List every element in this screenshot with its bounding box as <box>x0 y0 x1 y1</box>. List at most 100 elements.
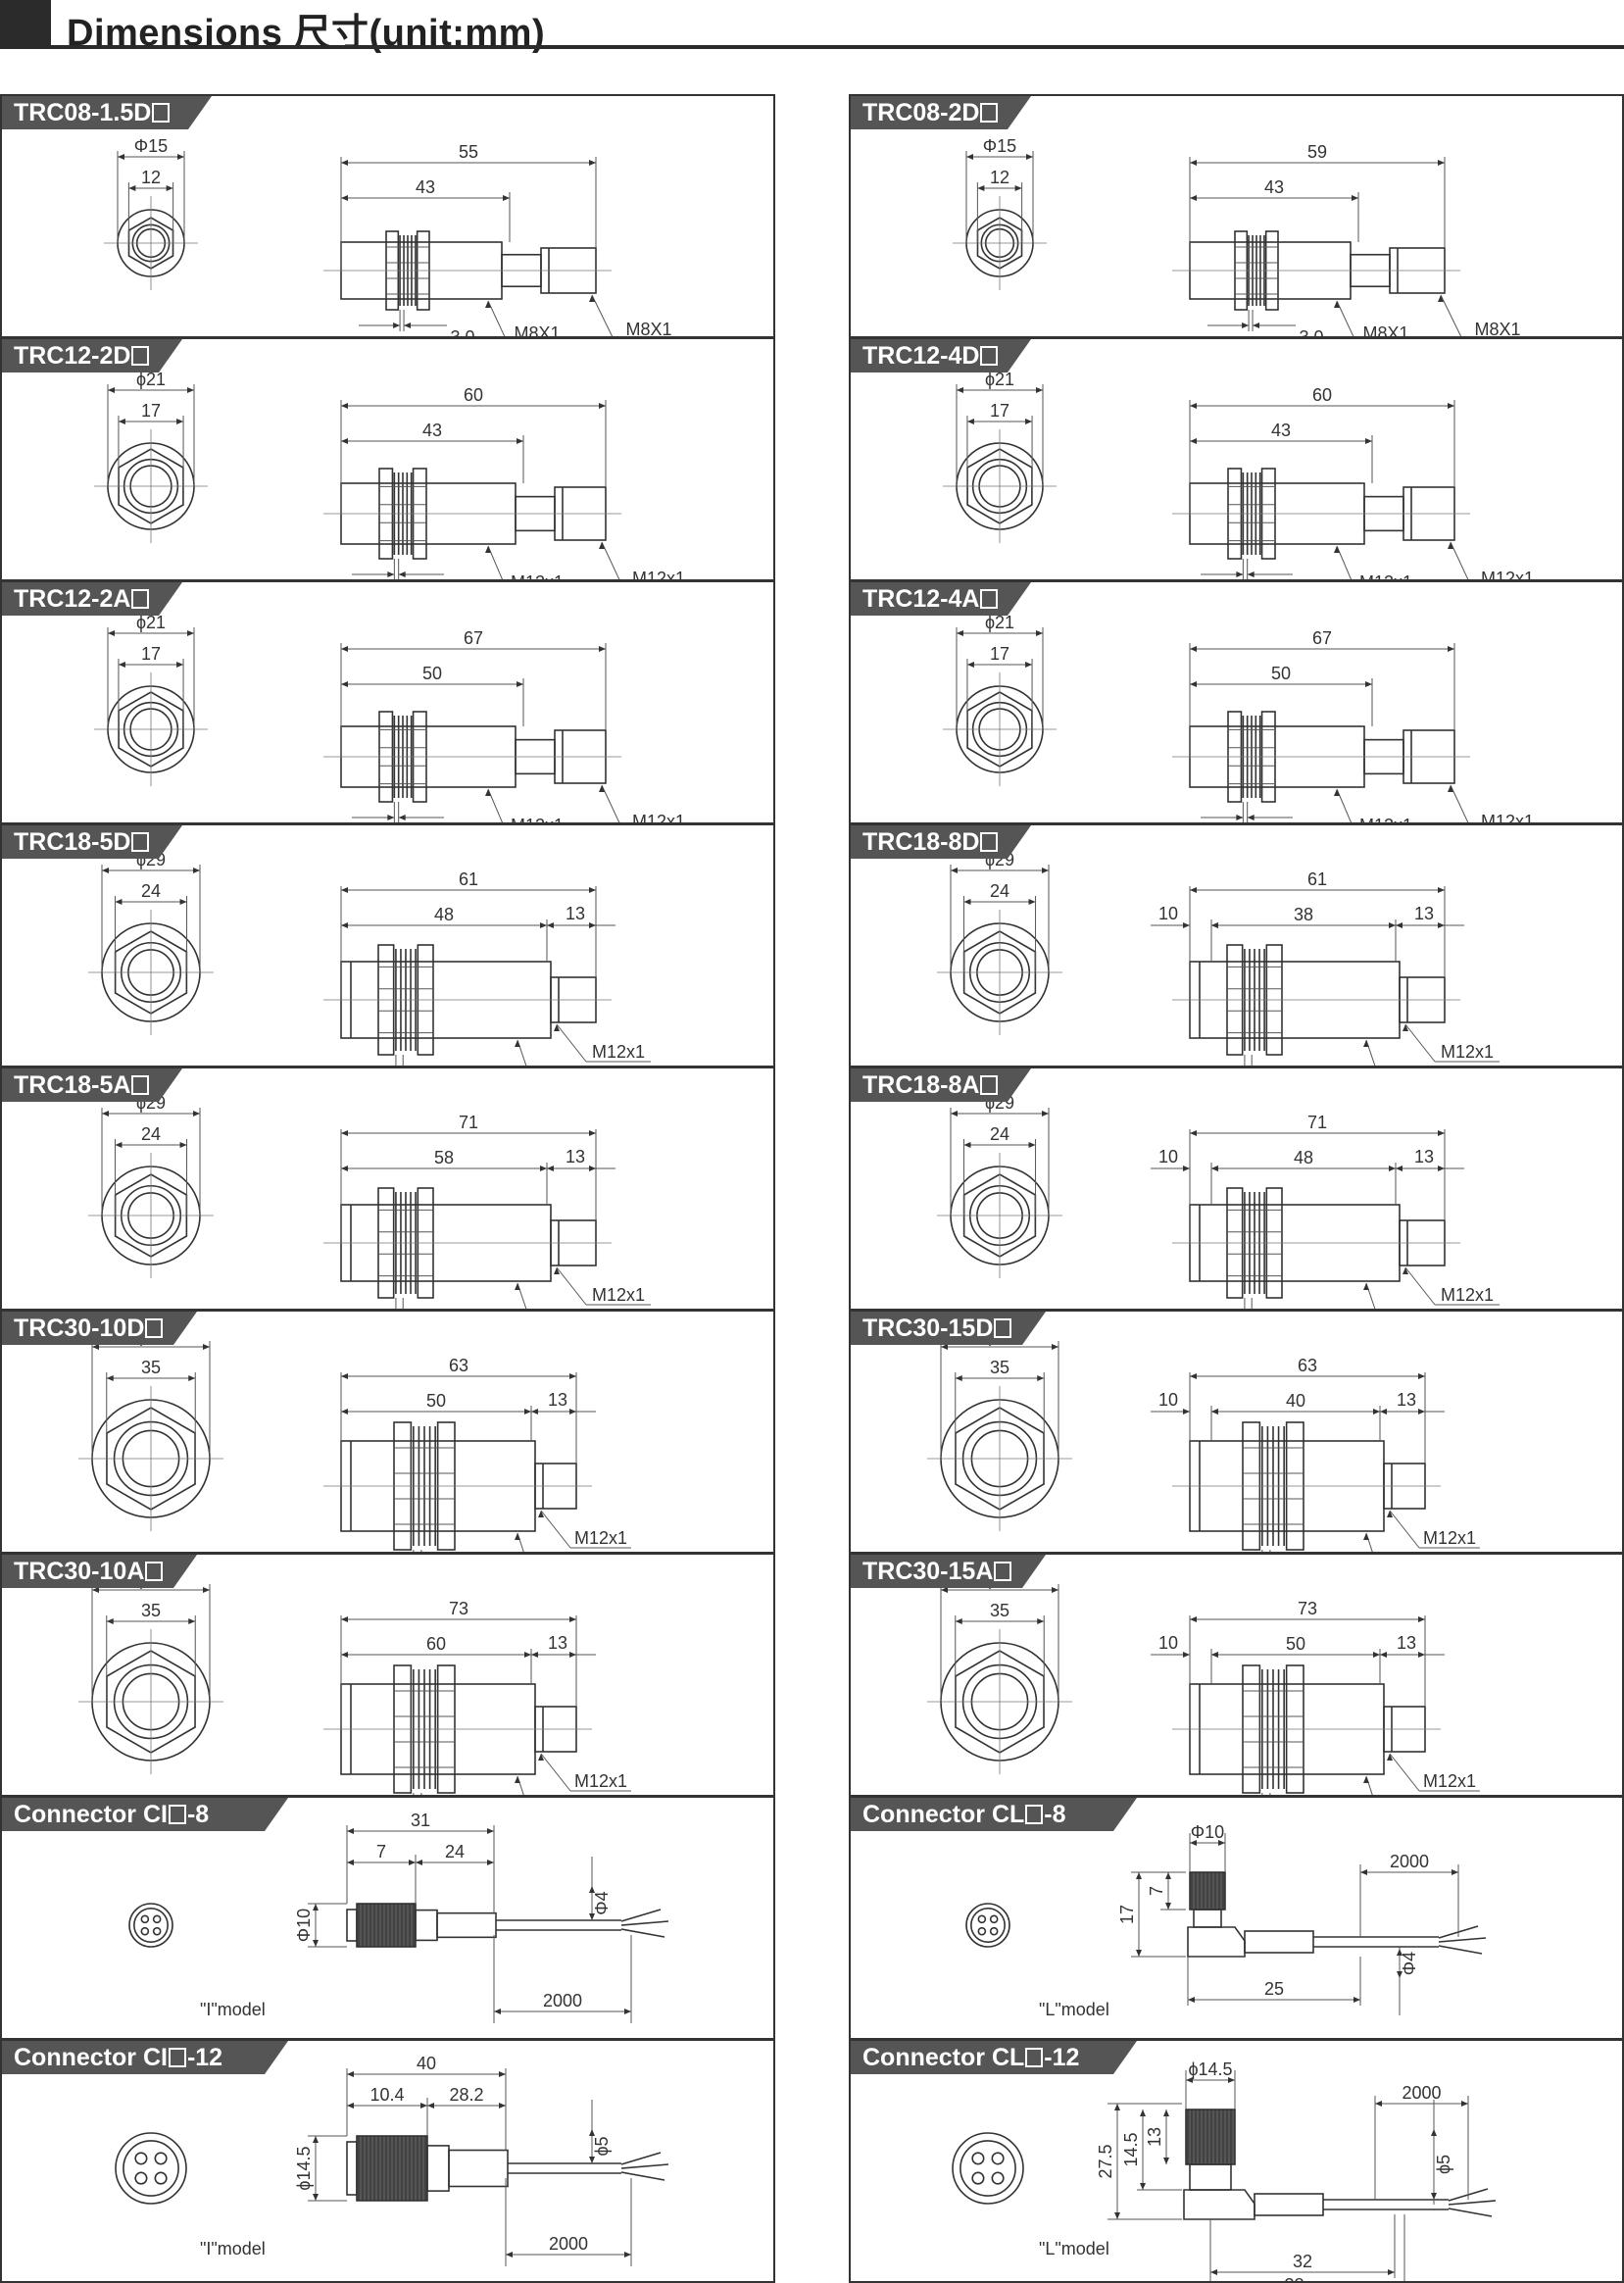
side-view: 711048134M12x1M18x1 <box>1151 1113 1500 1309</box>
dim-connector-length: 31 <box>411 1811 430 1830</box>
panel-trc12-4d: ϕ211760433.6M12x1M12x1TRC12-4D <box>849 337 1624 581</box>
side-view: 67503.6M12x1M12x1 <box>323 628 685 824</box>
label-body-thread: M12x1 <box>1359 572 1412 581</box>
dim-body-length: 40 <box>1286 1391 1305 1411</box>
connector-face <box>128 1903 173 1948</box>
dim-thread-pitch: 3.0 <box>1299 327 1323 338</box>
dim-nut-height: 14.5 <box>1121 2132 1141 2166</box>
dim-nut-diameter: ϕ14.5 <box>1188 2060 1232 2079</box>
dim-total-length: 63 <box>449 1356 468 1375</box>
panel-title-model: TRC18-5A <box>14 1071 131 1099</box>
dim-body-length: 50 <box>1271 664 1291 683</box>
dim-nut-diameter: ϕ14.5 <box>294 2146 314 2190</box>
panel-title-model: TRC12-4A <box>862 585 980 613</box>
dim-nut-length: 10.4 <box>369 2085 404 2105</box>
side-view: 7158134M12x1M18x1 <box>323 1113 651 1309</box>
dim-outer-diameter: ϕ21 <box>985 613 1014 632</box>
dim-outer-diameter: ϕ21 <box>136 613 166 632</box>
panel-title: Connector CI-12 <box>2 2041 288 2074</box>
dim-thread-pitch: 3.6 <box>1296 819 1320 824</box>
panel-title-model: TRC12-2D <box>14 342 131 370</box>
dim-sensing-face: 10 <box>1158 1147 1178 1166</box>
dim-height: 27.5 <box>1096 2144 1115 2178</box>
dim-connector-length: 13 <box>1414 1147 1434 1166</box>
panel-trc30-10a: ϕ42357360134.2M12x1M30x1.5TRC30-10A <box>0 1553 775 1797</box>
dimension-drawing: ϕ211760433.6M12x1M12x1 <box>943 370 1534 581</box>
label-connector-thread: M8X1 <box>625 320 671 338</box>
panel-title: TRC18-8A <box>851 1068 1031 1102</box>
panel-title-model: Connector CL <box>862 2044 1025 2071</box>
dim-cable-length: 2000 <box>1390 1852 1429 1871</box>
end-view: Φ15 12 <box>953 136 1047 290</box>
placeholder-box-icon <box>980 103 998 123</box>
dimension-drawing: ϕ29247158134M12x1M18x1 <box>88 1093 651 1309</box>
dim-cable-length: 2000 <box>1402 2083 1441 2103</box>
dim-thread-pitch: 3.6 <box>1296 576 1320 581</box>
dim-sensing-face: 10 <box>1158 904 1178 923</box>
dim-hex-width: 24 <box>141 881 161 901</box>
panel-title: TRC30-15D <box>851 1312 1046 1345</box>
dim-hex-width: 12 <box>990 168 1009 187</box>
side-view: 631040134.2M12x1M30x1.5 <box>1151 1356 1480 1552</box>
dimension-drawing: ϕ4235631040134.2M12x1M30x1.5 <box>927 1326 1480 1552</box>
side-view: 611038134M12x1M18x1 <box>1151 869 1500 1066</box>
panel-trc18-5d: ϕ29246148134M12x1M18x1TRC18-5D <box>0 823 775 1067</box>
placeholder-box-icon <box>131 589 149 609</box>
dim-connector-length: 13 <box>1397 1633 1416 1653</box>
panel-title-model: Connector CI <box>14 1801 168 1828</box>
label-body-thread: M12x1 <box>511 816 564 824</box>
dim-body-length: 50 <box>422 664 442 683</box>
label-connector-thread: M12x1 <box>592 1285 645 1305</box>
placeholder-box-icon <box>994 1318 1011 1338</box>
dim-total-length: 61 <box>459 869 478 889</box>
dim-cable-diameter: Φ4 <box>592 1891 612 1914</box>
panel-title-model: TRC30-15D <box>862 1315 994 1342</box>
label-connector-thread: M8X1 <box>1474 320 1520 338</box>
dim-outer-diameter: Φ15 <box>983 136 1016 156</box>
placeholder-box-icon <box>980 346 998 366</box>
panel-trc18-5a: ϕ29247158134M12x1M18x1TRC18-5A <box>0 1067 775 1311</box>
panel-title: TRC30-15A <box>851 1555 1046 1588</box>
dim-nut-diameter: Φ10 <box>1191 1822 1224 1842</box>
label-body-thread: M8X1 <box>514 323 560 338</box>
dim-hex-width: 35 <box>141 1601 161 1620</box>
panel-title: TRC12-4A <box>851 582 1031 616</box>
panel-title-model: Connector CI <box>14 2044 168 2071</box>
dim-sensing-face: 10 <box>1158 1390 1178 1410</box>
dim-body-length: 58 <box>434 1148 454 1167</box>
side-view: 731050134.2M12x1M30x1.5 <box>1151 1599 1480 1795</box>
label-connector-thread: M12x1 <box>592 1042 645 1062</box>
label-connector-thread: M12x1 <box>1423 1528 1476 1548</box>
panel-title-model: TRC08-1.5D <box>14 99 152 126</box>
dim-cable-length: 2000 <box>549 2234 588 2254</box>
dim-thread-pitch: 3.6 <box>447 819 471 824</box>
panel-title: Connector CL-8 <box>851 1798 1137 1831</box>
label-connector-thread: M12x1 <box>574 1771 627 1791</box>
dim-hex-width: 35 <box>990 1601 1009 1620</box>
dim-body-length: 43 <box>416 177 435 197</box>
panel-title-model: TRC18-8A <box>862 1071 980 1099</box>
end-view: ϕ4235 <box>78 1326 223 1531</box>
dim-depth: 38 <box>1284 2275 1304 2283</box>
label-connector-thread: M12x1 <box>1481 569 1534 581</box>
panel-title-model: Connector CL <box>862 1801 1025 1828</box>
dim-total-length: 67 <box>1312 628 1332 648</box>
panel-title: TRC12-2D <box>2 339 182 372</box>
dim-connector-length: 13 <box>1414 904 1434 923</box>
dim-cable-diameter: ϕ5 <box>1434 2155 1453 2174</box>
dim-connector-length: 13 <box>1397 1390 1416 1410</box>
panel-title-model: TRC12-4D <box>862 342 980 370</box>
